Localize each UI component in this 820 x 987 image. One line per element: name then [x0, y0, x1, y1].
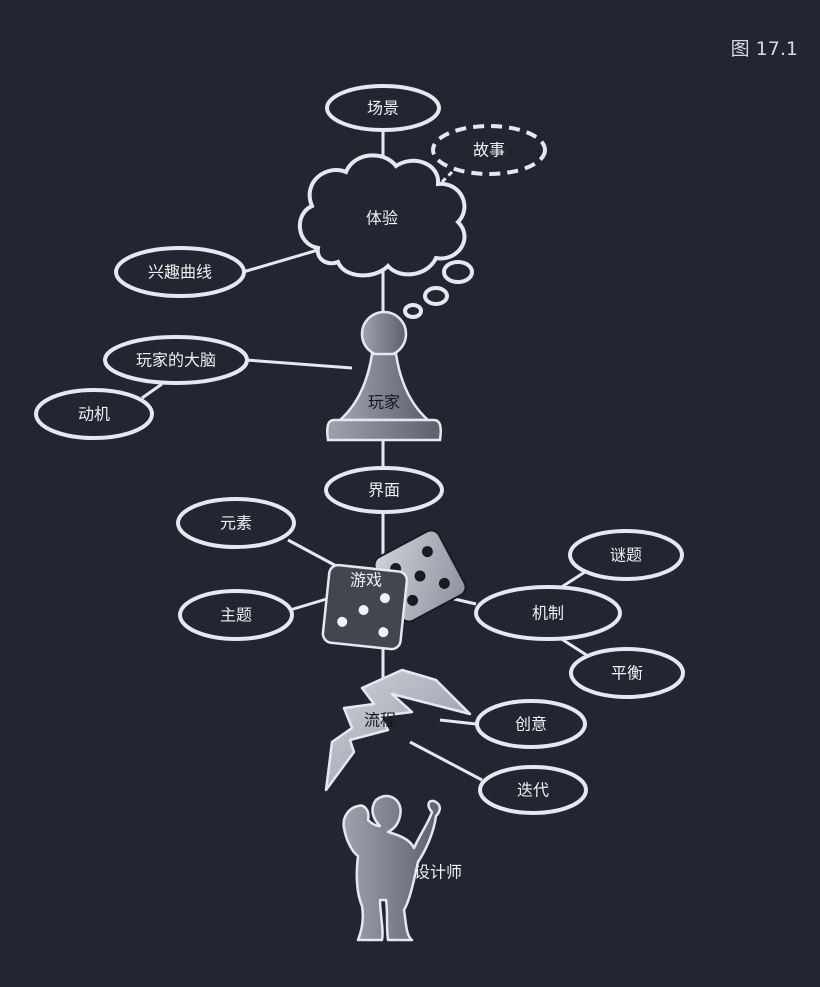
line-mechanics-balance [559, 636, 589, 658]
line-mechanics-puzzles [559, 568, 589, 590]
designer-figure-icon [342, 794, 441, 942]
node-designer-label: 设计师 [414, 863, 462, 882]
node-motivation-label: 动机 [78, 405, 110, 424]
line-theme-game [289, 596, 331, 612]
line-elements-game [287, 538, 341, 570]
line-process-iteration [409, 740, 483, 782]
node-balance-label: 平衡 [611, 664, 643, 683]
node-player-brain: 玩家的大脑 [103, 335, 249, 385]
line-brain-motivation [141, 382, 163, 400]
node-scene: 场景 [325, 84, 441, 132]
pawn-icon [326, 310, 442, 442]
node-creativity-label: 创意 [515, 715, 547, 734]
node-theme-label: 主题 [220, 606, 252, 625]
lightning-bolt-icon [324, 668, 472, 792]
node-player-brain-label: 玩家的大脑 [136, 351, 216, 370]
node-motivation: 动机 [34, 388, 154, 440]
figure-label: 图 17.1 [730, 38, 798, 60]
node-iteration: 迭代 [478, 765, 588, 815]
node-game: 游戏 [321, 529, 467, 651]
node-scene-label: 场景 [367, 99, 399, 118]
node-player: 玩家 [326, 310, 442, 442]
thought-bubbles [403, 260, 474, 319]
node-mechanics: 机制 [474, 585, 622, 641]
node-process: 流程 [324, 668, 472, 792]
node-balance: 平衡 [569, 647, 685, 699]
node-interest-curve: 兴趣曲线 [114, 246, 246, 298]
node-player-label: 玩家 [368, 393, 400, 412]
node-theme: 主题 [178, 589, 294, 641]
node-iteration-label: 迭代 [517, 781, 549, 800]
node-elements: 元素 [176, 497, 296, 549]
node-puzzles-label: 谜题 [610, 546, 642, 565]
dice-icon [321, 529, 467, 651]
node-process-label: 流程 [364, 711, 396, 730]
node-experience-label: 体验 [366, 209, 398, 228]
node-interest-curve-label: 兴趣曲线 [148, 263, 212, 282]
node-mechanics-label: 机制 [532, 604, 564, 623]
cloud-icon [297, 153, 467, 278]
node-interface-label: 界面 [368, 481, 400, 500]
node-interface: 界面 [324, 466, 444, 514]
node-story-label: 故事 [473, 141, 505, 160]
node-creativity: 创意 [475, 699, 587, 749]
node-game-label: 游戏 [350, 571, 382, 590]
node-elements-label: 元素 [220, 514, 252, 533]
line-experience-interest-curve [242, 248, 319, 274]
line-player-brain [245, 358, 353, 370]
node-story: 故事 [431, 124, 547, 186]
line-process-creativity [439, 718, 477, 726]
node-puzzles: 谜题 [568, 529, 684, 581]
node-experience: 体验 [297, 153, 467, 278]
node-designer: 设计师 [342, 794, 462, 942]
